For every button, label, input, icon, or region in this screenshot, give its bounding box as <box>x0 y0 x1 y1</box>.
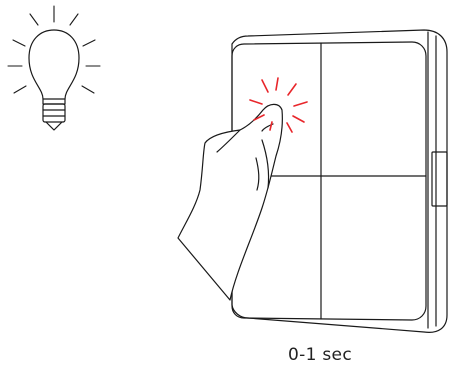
tap-burst-icon <box>249 77 308 133</box>
four-gang-switch-panel <box>231 29 448 333</box>
pointing-hand-icon <box>177 103 283 301</box>
side-connector <box>431 151 448 207</box>
bulb-neck <box>42 98 66 105</box>
light-bulb-icon <box>7 5 101 131</box>
panel-plate <box>231 41 427 321</box>
duration-label: 0-1 sec <box>288 345 352 365</box>
panel-frame <box>231 29 448 333</box>
bulb-glass <box>28 29 80 100</box>
bulb-base <box>42 103 66 131</box>
bulb-rays <box>7 5 101 94</box>
